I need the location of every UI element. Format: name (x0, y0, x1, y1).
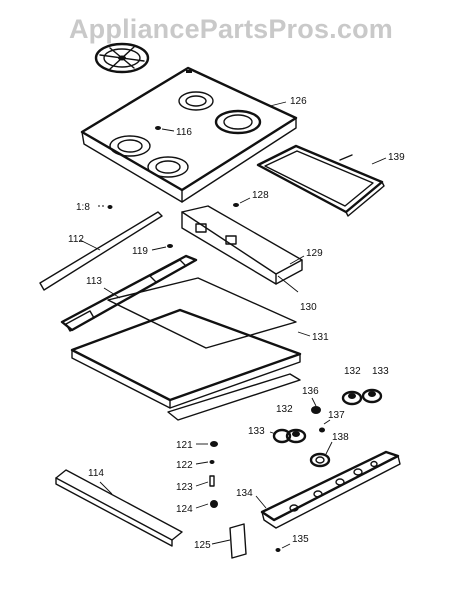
front-strip-part (167, 373, 301, 421)
callout-129: 129 (306, 248, 323, 259)
callout-131: 131 (312, 332, 329, 343)
callout-137: 137 (328, 410, 345, 421)
callout-122: 122 (176, 460, 193, 471)
callout-labels: 126 116 139 128 1:8 112 119 129 113 130 … (68, 96, 405, 551)
hardware-part-121 (210, 441, 218, 447)
callout-138: 138 (332, 432, 349, 443)
glass-panel-part-139 (256, 144, 385, 217)
callout-119: 119 (132, 246, 148, 257)
callout-132b: 132 (276, 404, 293, 415)
callout-136: 136 (302, 386, 319, 397)
callout-113: 113 (86, 276, 102, 287)
callout-118: 1:8 (76, 202, 90, 213)
callout-116: 116 (176, 127, 192, 138)
callout-135: 135 (292, 534, 309, 545)
knob-part-132a (341, 390, 363, 406)
knob-part-133a (361, 388, 383, 404)
screw-part-128 (233, 197, 251, 207)
callout-125: 125 (194, 540, 211, 551)
control-panel-part-134 (260, 450, 401, 529)
cooktop-part-126 (80, 66, 298, 203)
screw-part-135 (275, 543, 291, 552)
screw-part-118 (98, 205, 113, 209)
bracket-part-125 (229, 523, 247, 559)
watermark-text: AppliancePartsPros.com (68, 14, 393, 44)
hardware-part-124 (210, 500, 218, 508)
knob-part-136 (311, 406, 321, 414)
hardware-part-122 (209, 460, 215, 464)
callout-128: 128 (252, 190, 269, 201)
callout-133b: 133 (248, 426, 265, 437)
screw-part-116 (155, 126, 175, 132)
callout-132a: 132 (344, 366, 361, 377)
knob-part-132b (285, 428, 307, 444)
callout-114: 114 (88, 468, 104, 479)
callout-133a: 133 (372, 366, 389, 377)
ring-part-138 (309, 452, 331, 468)
clip-part-137 (319, 427, 325, 433)
panel-part-131 (70, 308, 302, 409)
rear-bracket-part-129 (181, 205, 305, 285)
callout-139: 139 (388, 152, 405, 163)
knob-part-133b (272, 428, 292, 444)
side-trim-part-114 (55, 469, 183, 547)
callout-130: 130 (300, 302, 317, 313)
burner-grate-part (94, 42, 150, 74)
trim-strip-part-112 (39, 211, 163, 291)
callout-112: 112 (68, 234, 84, 245)
frame-part-130 (107, 277, 297, 349)
switch-part-119 (151, 244, 173, 251)
callout-121: 121 (176, 440, 193, 451)
callout-124: 124 (176, 504, 193, 515)
callout-126: 126 (290, 96, 307, 107)
control-rail-part-113 (60, 254, 198, 332)
callout-123: 123 (176, 482, 193, 493)
leader-lines (99, 101, 387, 545)
hardware-part-123 (209, 475, 215, 487)
callout-134: 134 (236, 488, 253, 499)
